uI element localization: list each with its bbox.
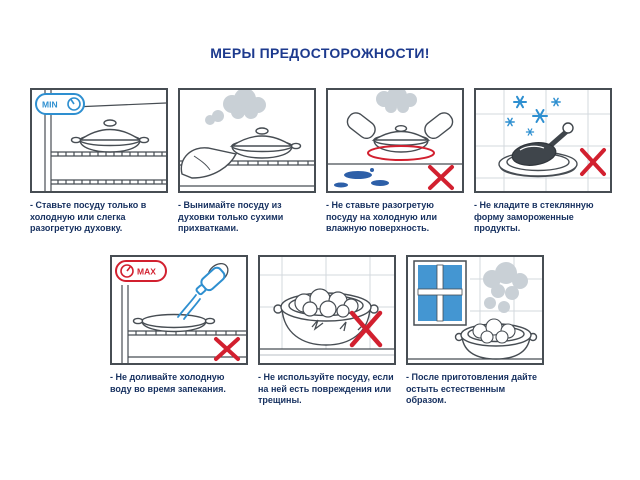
- illustration-natural-cooling: [406, 255, 544, 365]
- panel-caption: - Не ставьте разогретую посуду на холодн…: [326, 200, 438, 234]
- frozen-meat: [511, 122, 574, 166]
- window: [413, 260, 467, 326]
- panel-caption: - Не кладите в стеклянную форму замороже…: [474, 200, 594, 234]
- steam-cloud: [483, 262, 528, 313]
- hot-base-highlight: [367, 145, 435, 161]
- water-stream: [177, 294, 201, 320]
- oven-mitts: [346, 112, 454, 140]
- panel-cracked-dish: - Не используйте посуду, если на ней ест…: [258, 255, 396, 407]
- max-dial-icon: MAX: [115, 260, 167, 282]
- x-mark-icon: [580, 148, 606, 176]
- svg-text:MIN: MIN: [42, 100, 58, 110]
- illustration-no-cold-water: MAX: [110, 255, 248, 365]
- panel-caption: - Не используйте посуду, если на ней ест…: [258, 372, 394, 406]
- steam-cloud: [376, 90, 417, 113]
- panel-row-bottom: MAX - Не доливайте холодную воду во врем…: [110, 255, 544, 407]
- illustration-frozen-food: [474, 88, 612, 193]
- illustration-wet-surface: [326, 88, 464, 193]
- no-cold-water-drawing: MAX: [115, 260, 246, 363]
- panel-natural-cooling: - После приготовления дайте остыть естес…: [406, 255, 544, 407]
- panel-cold-oven: MIN - Ставьте посуду только в холодную и…: [30, 88, 168, 235]
- hot-pot: [371, 125, 431, 153]
- svg-text:MAX: MAX: [137, 267, 156, 277]
- panel-caption: - Ставьте посуду только в холодную или с…: [30, 200, 147, 234]
- dry-mitts-drawing: [180, 90, 314, 187]
- x-mark-icon: [349, 310, 383, 348]
- water-bottle: [177, 262, 229, 320]
- oven-cloth: [180, 147, 238, 179]
- panel-wet-surface: - Не ставьте разогретую посуду на холодн…: [326, 88, 464, 235]
- page-title: МЕРЫ ПРЕДОСТОРОЖНОСТИ!: [210, 45, 430, 61]
- min-dial-icon: MIN: [35, 93, 85, 115]
- steam-cloud: [205, 90, 266, 125]
- illustration-dry-mitts: [178, 88, 316, 193]
- potatoes: [472, 318, 516, 344]
- x-mark-icon: [428, 165, 454, 190]
- illustration-cracked-dish: [258, 255, 396, 365]
- oven-interior: [121, 285, 246, 363]
- panel-caption: - Не доливайте холодную воду во время за…: [110, 372, 226, 394]
- x-mark-icon: [214, 337, 240, 361]
- panel-frozen-food: - Не кладите в стеклянную форму замороже…: [474, 88, 612, 235]
- potatoes: [294, 288, 359, 318]
- snowflake-icons: [505, 95, 561, 136]
- panel-dry-mitts: - Вынимайте посуду из духовки только сух…: [178, 88, 316, 235]
- panel-row-top: MIN - Ставьте посуду только в холодную и…: [30, 88, 612, 235]
- cold-oven-drawing: MIN: [35, 90, 166, 191]
- panel-caption: - Вынимайте посуду из духовки только сух…: [178, 200, 284, 234]
- casserole-pot: [229, 127, 302, 159]
- baking-pan: [132, 313, 216, 333]
- water-puddles: [334, 168, 389, 188]
- natural-cooling-drawing: [408, 257, 542, 360]
- frozen-food-drawing: [476, 90, 610, 191]
- illustration-cold-oven: MIN: [30, 88, 168, 193]
- casserole-pot: [70, 119, 150, 153]
- wet-surface-drawing: [328, 90, 462, 190]
- cracked-dish-drawing: [260, 257, 394, 356]
- panel-no-cold-water: MAX - Не доливайте холодную воду во врем…: [110, 255, 248, 407]
- panel-caption: - После приготовления дайте остыть естес…: [406, 372, 538, 406]
